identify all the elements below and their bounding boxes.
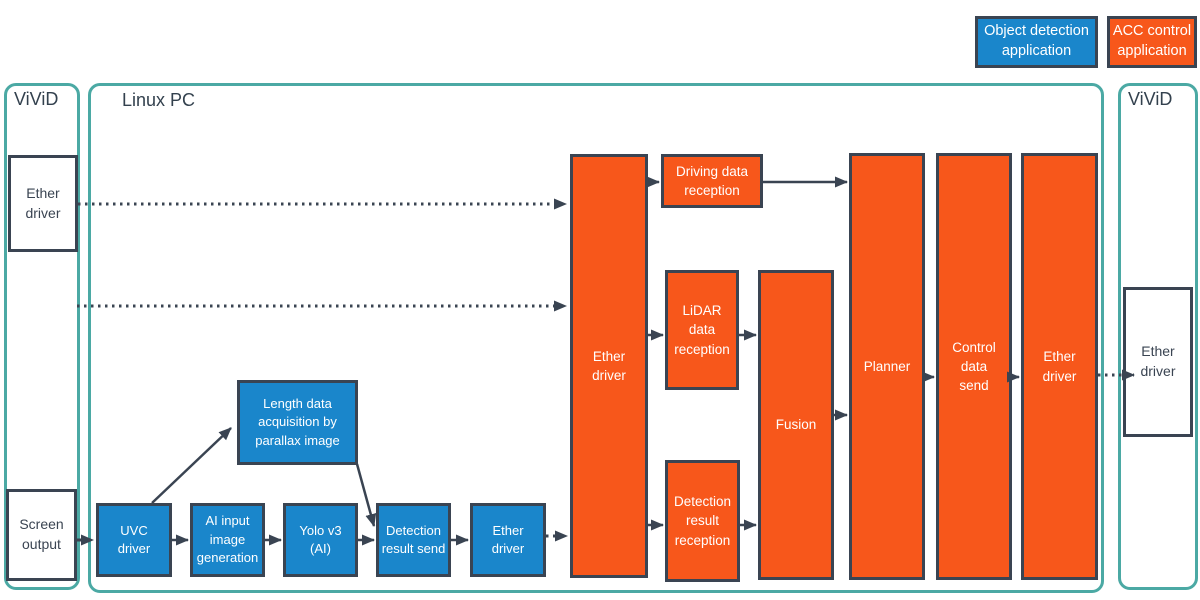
container-vivid-left bbox=[4, 83, 80, 590]
node-detection-result-reception: Detection result reception bbox=[665, 460, 740, 582]
node-control-data-send: Control data send bbox=[936, 153, 1012, 580]
node-ether-driver-orange-right: Ether driver bbox=[1021, 153, 1098, 580]
legend-acc-control-application: ACC control application bbox=[1107, 16, 1197, 68]
legend-object-detection-application: Object detection application bbox=[975, 16, 1098, 68]
node-ai-input-image-generation: AI input image generation bbox=[190, 503, 265, 577]
container-label-vivid-left: ViViD bbox=[14, 89, 59, 109]
node-detection-result-send: Detection result send bbox=[376, 503, 451, 577]
node-ether-driver-right-vivid: Ether driver bbox=[1123, 287, 1193, 437]
node-uvc-driver: UVC driver bbox=[96, 503, 172, 577]
container-label-vivid-right: ViViD bbox=[1128, 89, 1173, 109]
node-planner: Planner bbox=[849, 153, 925, 580]
node-fusion: Fusion bbox=[758, 270, 834, 580]
node-yolo-v3-ai: Yolo v3 (AI) bbox=[283, 503, 358, 577]
node-lidar-data-reception: LiDAR data reception bbox=[665, 270, 739, 390]
container-label-linux-pc: Linux PC bbox=[122, 90, 196, 110]
node-ether-driver-blue: Ether driver bbox=[470, 503, 546, 577]
container-vivid-right bbox=[1118, 83, 1198, 590]
node-screen-output: Screen output bbox=[6, 489, 77, 581]
container-linux-pc bbox=[88, 83, 1104, 593]
node-ether-driver-left-vivid: Ether driver bbox=[8, 155, 78, 252]
node-driving-data-reception: Driving data reception bbox=[661, 154, 763, 208]
node-ether-driver-orange: Ether driver bbox=[570, 154, 648, 578]
node-length-data-acquisition: Length data acquisition by parallax imag… bbox=[237, 380, 358, 465]
